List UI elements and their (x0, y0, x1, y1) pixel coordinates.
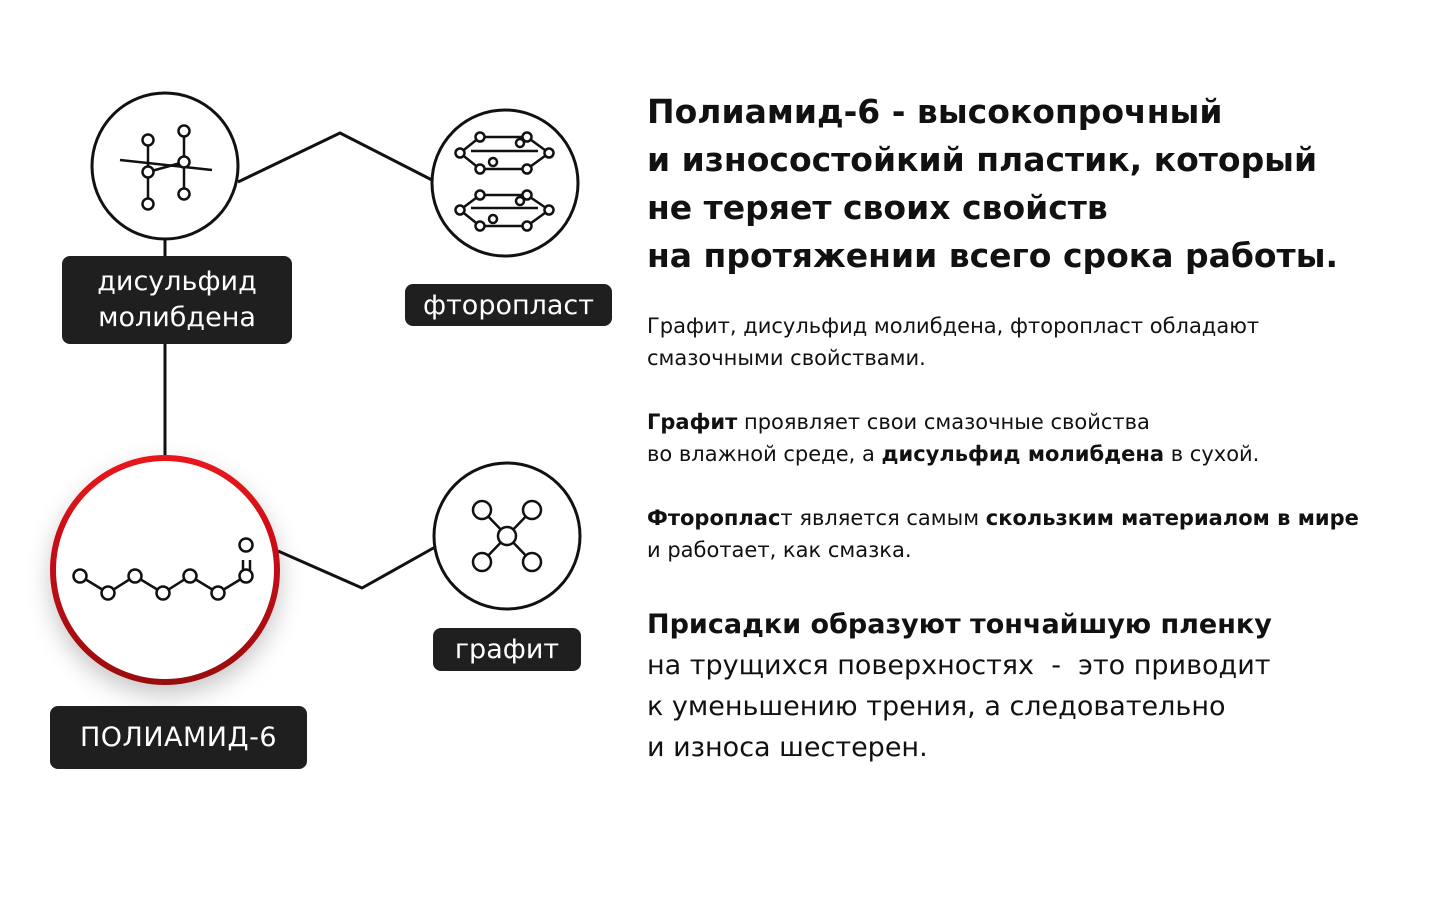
paragraph-line: Графит, дисульфид молибдена, фторопласт … (647, 314, 1260, 338)
bold-term: дисульфид молибдена (881, 442, 1165, 466)
layered-rings-molecule-icon (454, 131, 555, 232)
paragraph-line: и работает, как смазка. (647, 538, 912, 562)
text-fragment: в сухой. (1164, 442, 1260, 466)
additives-diagram (50, 91, 582, 685)
closing-line: и износа шестерен. (647, 732, 928, 763)
label-graphite: графит (433, 628, 581, 671)
node-mos2 (90, 91, 240, 241)
label-ptfe: фторопласт (405, 284, 612, 326)
node-pa6 (50, 455, 280, 685)
bold-term: Присадки образуют тончайшую пленку (647, 609, 1272, 640)
closing-line: Присадки образуют тончайшую пленку (647, 604, 1417, 645)
bold-term: Фтороплас (647, 506, 781, 530)
paragraph-line: Графит проявляет свои смазочные свойства (647, 406, 1417, 438)
closing-line: к уменьшению трения, а следовательно (647, 691, 1226, 722)
headline: Полиамид-6 - высокопрочный и износостойк… (647, 88, 1417, 280)
text-fragment: т является самым (780, 506, 986, 530)
bold-term: скользким материалом в мире (985, 506, 1359, 530)
paragraph-line: смазочными свойствами. (647, 346, 926, 370)
closing-statement: Присадки образуют тончайшую пленку на тр… (647, 604, 1417, 768)
paragraph-line: Фторопласт является самым скользким мате… (647, 502, 1417, 534)
text-fragment: проявляет свои смазочные свойства (737, 410, 1150, 434)
paragraph-line: во влажной среде, а дисульфид молибдена … (647, 438, 1417, 470)
bold-term: Графит (647, 410, 738, 434)
label-pa6: ПОЛИАМИД-6 (50, 706, 307, 769)
headline-line: на протяжении всего срока работы. (647, 236, 1339, 275)
headline-line: не теряет своих свойств (647, 188, 1108, 227)
paragraph-conditions: Графит проявляет свои смазочные свойства… (647, 406, 1417, 470)
branched-molecule-icon (471, 499, 543, 573)
connector-lines (163, 131, 438, 590)
polymer-chain-molecule-icon (72, 537, 254, 601)
connector-pa6-graphite (277, 544, 438, 590)
label-mos2: дисульфид молибдена (62, 256, 292, 344)
node-ptfe (430, 108, 580, 258)
paragraph-ptfe: Фторопласт является самым скользким мате… (647, 502, 1417, 566)
paragraph-lubricants: Графит, дисульфид молибдена, фторопласт … (647, 310, 1417, 374)
headline-line: и износостойкий пластик, который (647, 140, 1318, 179)
headline-line: Полиамид-6 - высокопрочный (647, 92, 1223, 131)
connector-mos2-ptfe (237, 131, 433, 184)
closing-line: на трущихся поверхностях - это приводит (647, 650, 1271, 681)
tetrahedral-molecule-icon (119, 124, 213, 211)
node-graphite (432, 461, 582, 611)
text-fragment: во влажной среде, а (647, 442, 882, 466)
